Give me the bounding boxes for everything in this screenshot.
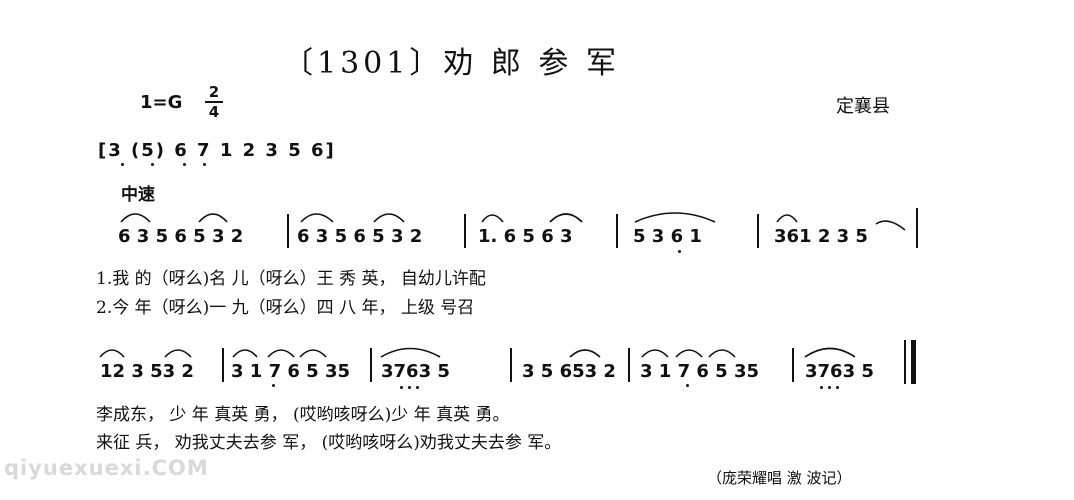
measure-8: 3763 5: [381, 361, 450, 382]
barline: [222, 348, 224, 382]
low-octave-dot: [408, 386, 411, 389]
key-signature: 1=G: [140, 92, 183, 113]
low-octave-dot: [820, 386, 823, 389]
low-octave-dot: [272, 384, 275, 387]
low-octave-dot: [400, 386, 403, 389]
barline: [510, 348, 512, 382]
barline: [464, 214, 466, 248]
barline: [370, 348, 372, 382]
fraction-bar: [205, 101, 223, 103]
measure-9: 3 5 653 2: [522, 361, 616, 382]
barline: [792, 348, 794, 382]
measure-1: 6 3 5 6 5 3 2: [118, 226, 244, 247]
time-signature-bottom: 4: [208, 103, 220, 121]
measure-5: 361 2 3 5: [774, 226, 868, 247]
final-barline-thick: [911, 340, 916, 384]
barline: [616, 214, 618, 248]
low-octave-dot: [416, 386, 419, 389]
region-label: 定襄县: [836, 96, 890, 117]
song-title: 〔1301〕劝 郎 参 军: [283, 46, 620, 81]
low-octave-dot: [686, 384, 689, 387]
lyrics-verse-2-line-1: 2.今 年（呀么)一 九（呀么）四 八 年， 上级 号召: [96, 298, 475, 318]
time-signature: 2 4: [205, 84, 223, 120]
barline: [628, 348, 630, 382]
measure-10: 3 1 7 6 5 35: [640, 361, 760, 382]
low-octave-dot: [121, 163, 124, 166]
credit-line: （庞荣耀唱 激 波记）: [707, 469, 852, 487]
tempo-marking: 中速: [121, 185, 155, 205]
barline: [287, 214, 289, 248]
barline: [916, 208, 918, 248]
final-barline-thin: [904, 340, 906, 384]
lyrics-verse-1-line-1: 1.我 的（呀么)名 儿（呀么）王 秀 英， 自幼儿许配: [96, 269, 486, 289]
low-octave-dot: [678, 250, 681, 253]
low-octave-dot: [836, 386, 839, 389]
watermark: qiyuexuexi.COM: [4, 456, 209, 480]
time-signature-top: 2: [208, 83, 220, 101]
lyrics-verse-1-line-2: 李成东， 少 年 真英 勇， (哎哟咳呀么)少 年 真英 勇。: [96, 405, 510, 425]
low-octave-dot: [828, 386, 831, 389]
measure-4: 5 3 6 1: [633, 226, 702, 247]
low-octave-dot: [203, 163, 206, 166]
measure-2: 6 3 5 6 5 3 2: [297, 226, 423, 247]
measure-11: 3763 5: [805, 361, 874, 382]
low-octave-dot: [183, 163, 186, 166]
measure-3: 1. 6 5 6 3: [478, 226, 573, 247]
low-octave-dot: [151, 163, 154, 166]
barline: [757, 214, 759, 248]
lyrics-verse-2-line-2: 来征 兵， 劝我丈夫去参 军， (哎哟咳呀么)劝我丈夫去参 军。: [96, 433, 562, 453]
measure-7: 3 1 7 6 5 35: [231, 361, 351, 382]
prelude-notation: [3 (5) 6 7 1 2 3 5 6]: [98, 140, 336, 161]
measure-6: 12 3 53 2: [100, 361, 194, 382]
